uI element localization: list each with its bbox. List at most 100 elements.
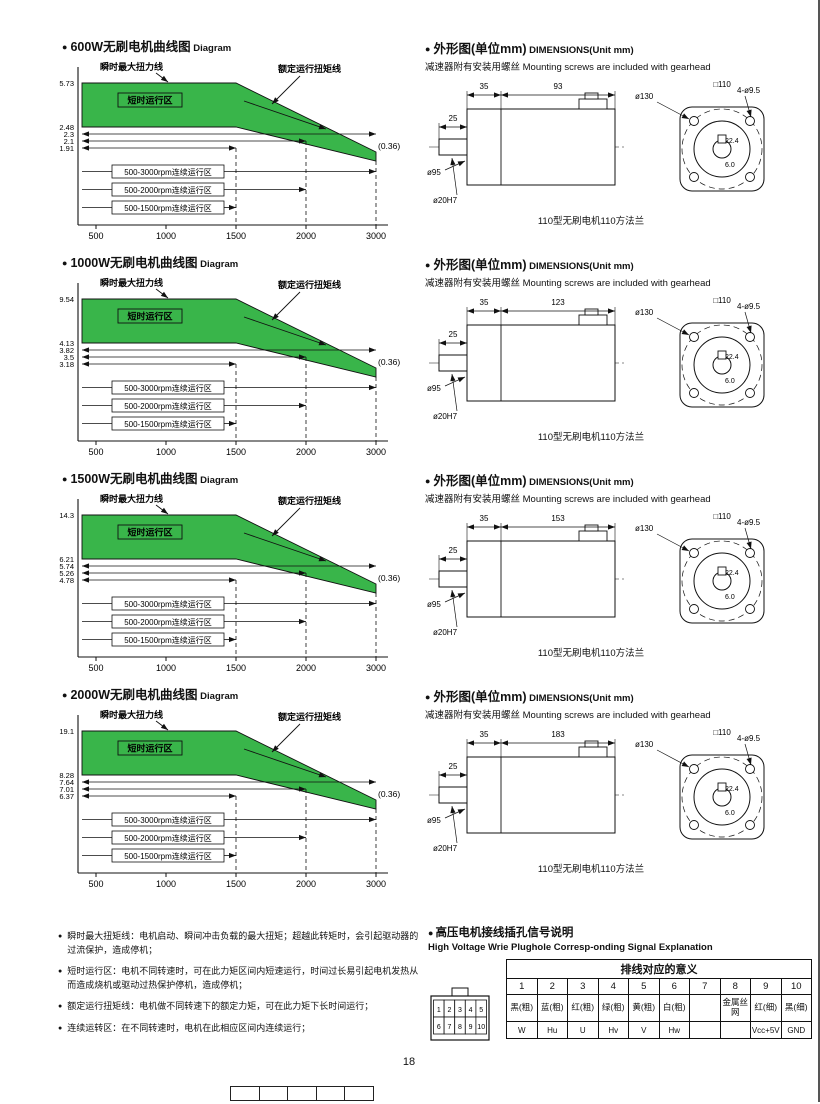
bullet-icon: ● <box>62 42 68 52</box>
chart-title-en: Diagram <box>197 259 239 270</box>
dim-front-length: 35 <box>480 82 489 91</box>
signal-cell: Hu <box>536 1021 568 1039</box>
dim-key-depth: 22.4 <box>725 786 739 793</box>
torque-chart-1: 5.732.482.32.11.91瞬时最大扭力线额定运行扭矩线短时运行区500… <box>59 61 400 241</box>
wiring-table-title: 排线对应的意义 <box>506 959 812 979</box>
dim-key-width: 6.0 <box>725 378 735 385</box>
footer-strip <box>230 1086 374 1101</box>
bullet-icon: ● <box>62 690 68 700</box>
x-tick-label: 1000 <box>156 879 176 889</box>
y-tick-label: 1.91 <box>59 144 74 153</box>
dim-bolt-circle: ø130 <box>635 524 654 533</box>
x-tick-label: 3000 <box>366 879 386 889</box>
dimensions-block: ●外形图(单位mm) DIMENSIONS(Unit mm)减速器附有安装用螺丝… <box>425 470 817 659</box>
torque-chart-2: 9.544.133.823.53.18瞬时最大扭力线额定运行扭矩线短时运行区50… <box>59 277 400 457</box>
wiring-title-row: 排线对应的意义 <box>506 959 812 979</box>
footer-strip-cell <box>317 1087 346 1100</box>
dimensions-block: ●外形图(单位mm) DIMENSIONS(Unit mm)减速器附有安装用螺丝… <box>425 254 817 443</box>
connector-pin-number: 7 <box>447 1024 451 1031</box>
dim-shaft-diameter: ø20H7 <box>433 844 458 853</box>
zone-label: 500-2000rpm连续运行区 <box>124 833 212 843</box>
y-tick-label: 2.48 <box>59 123 74 132</box>
x-tick-label: 3000 <box>366 663 386 673</box>
wire-color-cell: 绿(粗) <box>597 994 629 1022</box>
chart-title-text: 1500W无刷电机曲线图 <box>70 472 198 486</box>
dimensions-subtitle-cn: 减速器附有安装用螺丝 <box>425 62 523 73</box>
note-item: ● 连续运转区：在不同转速时，电机在此相应区间内连续运行； <box>58 1022 420 1036</box>
y-tick-label: 5.73 <box>59 79 74 88</box>
bullet-icon: ● <box>58 1003 63 1010</box>
y-tick-label: 2.1 <box>64 137 74 146</box>
y-tick-label: 6.21 <box>59 555 74 564</box>
note-text: 瞬时最大扭矩线：电机启动、瞬间冲击负载的最大扭矩；超越此转矩时，会引起驱动器的过… <box>67 931 419 955</box>
wiring-section: ●高压电机接线插孔信号说明 High Voltage Wrie Plughole… <box>428 924 814 1043</box>
zone-label: 500-1500rpm连续运行区 <box>124 419 212 429</box>
dim-shaft-length: 25 <box>449 114 458 123</box>
zone-label: 500-1500rpm连续运行区 <box>124 203 212 213</box>
dim-key-width: 6.0 <box>725 162 735 169</box>
zone-label: 500-3000rpm连续运行区 <box>124 167 212 177</box>
x-tick-label: 500 <box>88 879 103 889</box>
wire-color-cell: 蓝(粗) <box>536 994 568 1022</box>
signal-cell: Hw <box>658 1021 690 1039</box>
connector-pin-number: 4 <box>469 1007 473 1014</box>
dim-key-depth: 22.4 <box>725 570 739 577</box>
dim-bolt-circle: ø130 <box>635 92 654 101</box>
wiring-heading: ●高压电机接线插孔信号说明 <box>428 924 814 940</box>
dim-square-flange: □110 <box>713 80 731 89</box>
wire-color-cell: 黑(细) <box>780 994 812 1022</box>
pin-number-cell: 1 <box>506 978 538 995</box>
signal-cell: W <box>506 1021 538 1039</box>
pin-number-cell: 4 <box>597 978 629 995</box>
wire-color-cell: 黄(粗) <box>628 994 660 1022</box>
dimensions-title-text: 外形图(单位mm) <box>433 474 527 488</box>
chart-title-en: Diagram <box>197 475 239 486</box>
flange-caption: 110型无刷电机110方法兰 <box>537 432 645 443</box>
wire-color-cell: 红(粗) <box>567 994 599 1022</box>
x-tick-label: 3000 <box>366 231 386 241</box>
footer-strip-cell <box>345 1087 373 1100</box>
note-item: ●短时运行区：电机不同转速时，可在此力矩区间内短速运行，时间过长易引起电机发热从… <box>58 965 420 992</box>
dim-square-flange: □110 <box>713 296 731 305</box>
dim-shaft-length: 25 <box>449 546 458 555</box>
bullet-icon: ● <box>58 1024 63 1032</box>
x-tick-label: 1000 <box>156 663 176 673</box>
wire-color-cell: 金属丝网 <box>719 994 751 1022</box>
dim-body-length: 153 <box>551 514 565 523</box>
x-tick-label: 1000 <box>156 447 176 457</box>
right-end-label: (0.36) <box>378 357 400 367</box>
note-text: 连续运转区：在不同转速时，电机在此相应区间内连续运行； <box>67 1022 311 1033</box>
pin-number-cell: 6 <box>658 978 690 995</box>
annotation-rated-torque-line: 额定运行扭矩线 <box>278 279 341 290</box>
wiring-heading-en: High Voltage Wrie Plughole Corresp-ondin… <box>428 942 713 953</box>
chart-title: ●2000W无刷电机曲线图 Diagram <box>16 684 422 703</box>
connector-pin-number: 10 <box>477 1024 485 1031</box>
y-tick-label: 7.01 <box>59 785 74 794</box>
y-tick-label: 5.74 <box>59 562 74 571</box>
wiring-heading-text: 高压电机接线插孔信号说明 <box>435 927 574 939</box>
flange-caption: 110型无刷电机110方法兰 <box>537 864 645 875</box>
dimensions-title-en: DIMENSIONS(Unit mm) <box>526 693 634 704</box>
dimensions-title-en: DIMENSIONS(Unit mm) <box>526 261 634 272</box>
chart-title-text: 1000W无刷电机曲线图 <box>70 256 198 270</box>
footer-strip-cell <box>260 1087 289 1100</box>
dimensions-title: ●外形图(单位mm) DIMENSIONS(Unit mm) <box>425 470 817 489</box>
signal-cell: U <box>567 1021 599 1039</box>
dimensions-title-en: DIMENSIONS(Unit mm) <box>526 477 634 488</box>
zone-label: 500-1500rpm连续运行区 <box>124 635 212 645</box>
wire-color-cell <box>689 994 721 1022</box>
footer-strip-cell <box>231 1087 260 1100</box>
signal-cell <box>689 1021 721 1039</box>
annotation-short-time-zone: 短时运行区 <box>127 743 172 754</box>
x-tick-label: 2000 <box>296 879 316 889</box>
dimensions-block: ●外形图(单位mm) DIMENSIONS(Unit mm)减速器附有安装用螺丝… <box>425 686 817 875</box>
zone-label: 500-1500rpm连续运行区 <box>124 851 212 861</box>
bullet-icon: ● <box>425 44 431 54</box>
